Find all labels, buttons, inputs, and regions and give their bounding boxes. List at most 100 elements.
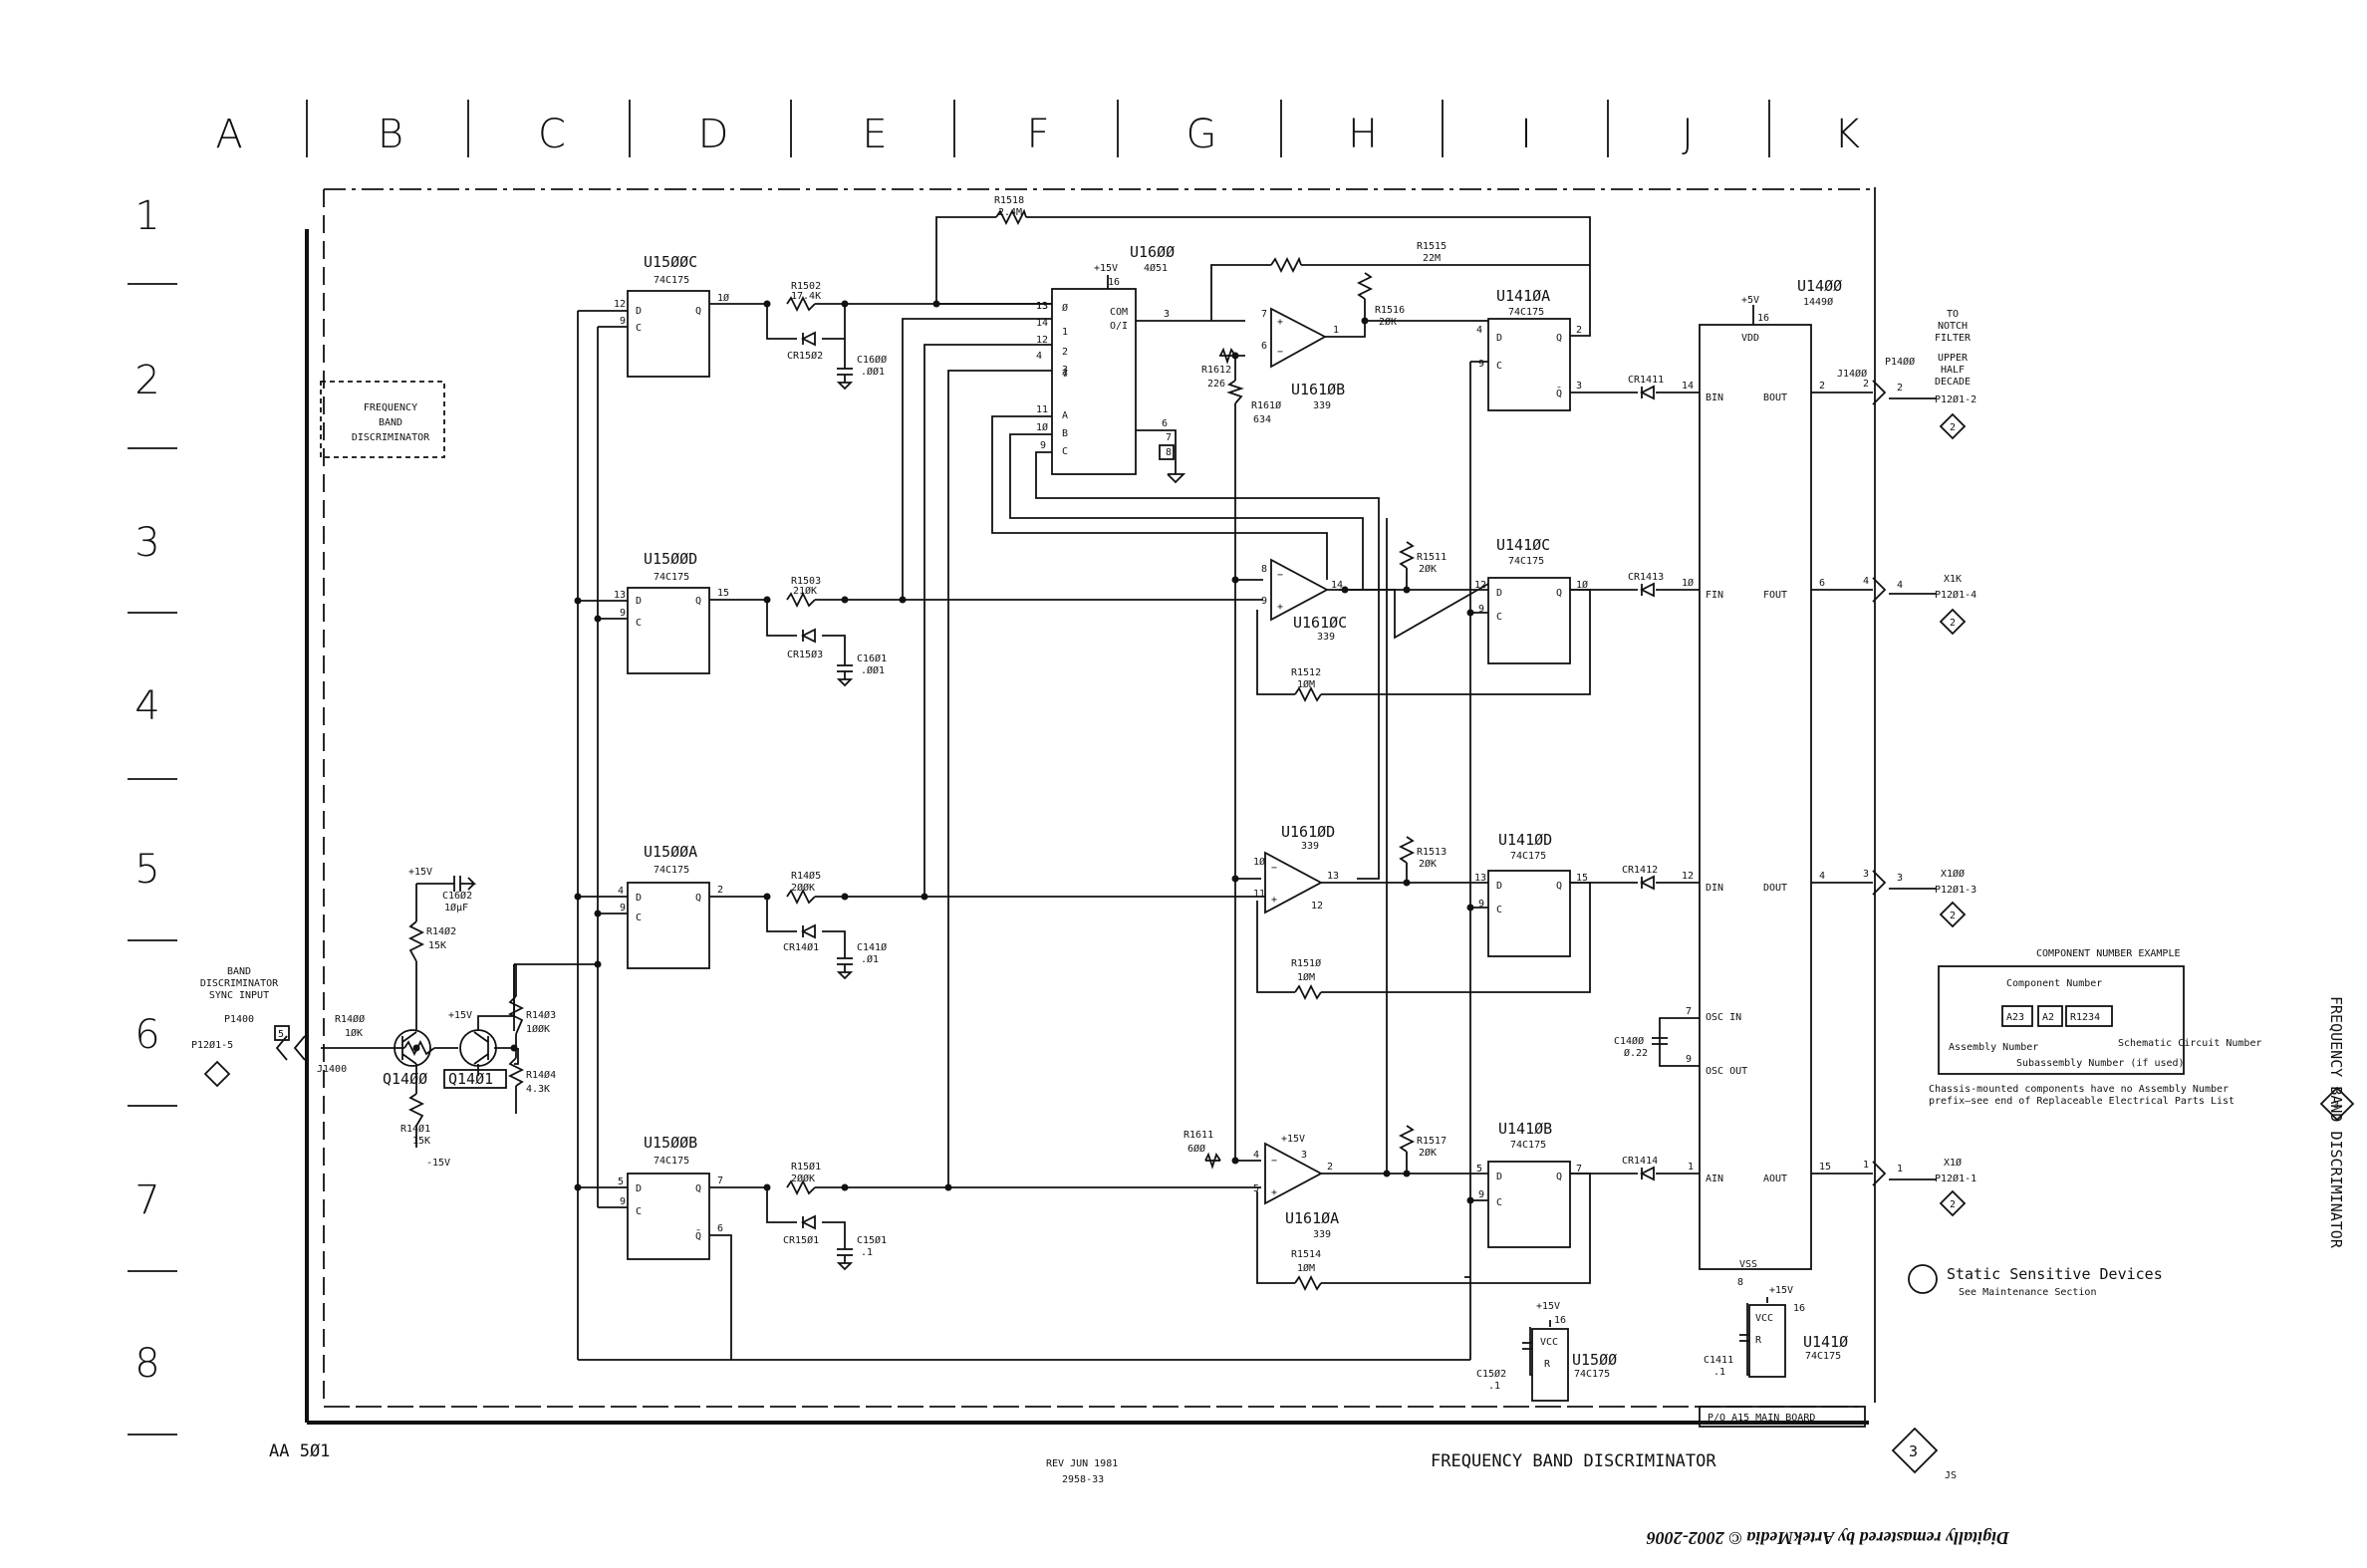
svg-text:U141Ø: U141Ø <box>1803 1333 1848 1351</box>
svg-text:C16Ø1: C16Ø1 <box>857 653 887 664</box>
svg-text:R1514: R1514 <box>1291 1249 1321 1260</box>
svg-text:7: 7 <box>717 1176 723 1186</box>
zone-row-4: 4 <box>134 683 159 729</box>
svg-text:12: 12 <box>1036 335 1048 346</box>
svg-text:C15Ø2: C15Ø2 <box>1476 1368 1506 1380</box>
svg-text:13: 13 <box>614 590 626 601</box>
svg-text:FOUT: FOUT <box>1763 590 1787 601</box>
svg-text:+: + <box>1277 317 1283 328</box>
svg-text:REV JUN 1981: REV JUN 1981 <box>1046 1458 1118 1469</box>
svg-text:R1503: R1503 <box>791 576 821 587</box>
svg-text:7: 7 <box>1062 369 1068 380</box>
svg-text:74C175: 74C175 <box>1508 307 1544 318</box>
svg-text:P12Ø1-1: P12Ø1-1 <box>1935 1173 1976 1184</box>
svg-text:6: 6 <box>1819 578 1825 589</box>
zone-row-numbers: 1 2 3 4 5 6 7 8 <box>128 193 177 1436</box>
side-title: FREQUENCY BAND DISCRIMINATOR 3 <box>2319 996 2355 1249</box>
svg-text:R1502: R1502 <box>791 281 821 292</box>
svg-text:15: 15 <box>1819 1162 1831 1173</box>
svg-text:R14ØØ: R14ØØ <box>335 1013 365 1025</box>
svg-text:Ø: Ø <box>1062 302 1068 314</box>
svg-text:D: D <box>636 596 642 607</box>
svg-text:C: C <box>636 323 642 334</box>
svg-text:P/O A15 MAIN BOARD: P/O A15 MAIN BOARD <box>1708 1413 1815 1424</box>
svg-text:R1513: R1513 <box>1417 847 1446 858</box>
svg-text:CR15Ø1: CR15Ø1 <box>783 1234 819 1246</box>
svg-text:74C175: 74C175 <box>654 1156 689 1167</box>
svg-text:9: 9 <box>1478 359 1484 370</box>
board-outline <box>305 187 1876 1425</box>
svg-text:1Ø: 1Ø <box>1036 421 1048 433</box>
svg-text:4: 4 <box>1863 576 1869 587</box>
svg-text:6ØØ: 6ØØ <box>1187 1143 1205 1155</box>
svg-text:D: D <box>636 1183 642 1194</box>
svg-text:R14Ø5: R14Ø5 <box>791 870 821 882</box>
svg-text:1ØØK: 1ØØK <box>526 1023 550 1035</box>
svg-text:1Ø: 1Ø <box>1253 856 1265 868</box>
junction-dots <box>412 300 1474 1204</box>
svg-text:74C175: 74C175 <box>1510 851 1546 862</box>
footer-credit: Digitally remastered by ArtekMedia © 200… <box>1647 1528 2010 1548</box>
svg-text:prefix—see end of Replaceable: prefix—see end of Replaceable Electrical… <box>1929 1096 2235 1107</box>
svg-text:3: 3 <box>1301 1150 1307 1161</box>
svg-text:C141Ø: C141Ø <box>857 941 887 953</box>
svg-text:U141ØA: U141ØA <box>1496 287 1550 305</box>
svg-text:2ØK: 2ØK <box>1379 316 1397 328</box>
zone-row-5: 5 <box>134 847 159 893</box>
svg-text:3: 3 <box>1909 1442 1918 1460</box>
svg-text:D: D <box>1496 588 1502 599</box>
svg-text:11: 11 <box>1036 404 1048 415</box>
svg-text:A: A <box>1062 410 1068 421</box>
svg-text:5: 5 <box>278 1029 284 1040</box>
svg-text:1ØM: 1ØM <box>1297 1262 1315 1274</box>
svg-text:13: 13 <box>1036 301 1048 312</box>
svg-text:15: 15 <box>717 588 729 599</box>
svg-text:Component Number: Component Number <box>2006 978 2102 989</box>
output-x1k: X1K P12Ø1-4 2 <box>1935 574 1976 636</box>
svg-text:−: − <box>1277 347 1283 358</box>
block-label-line-2: BAND <box>379 417 402 428</box>
svg-text:R1517: R1517 <box>1417 1136 1446 1147</box>
svg-text:CR1412: CR1412 <box>1622 865 1658 876</box>
svg-text:3: 3 <box>1062 365 1068 376</box>
zone-col-d: D <box>698 112 729 157</box>
svg-text:Q: Q <box>1556 1172 1562 1182</box>
svg-text:+15V: +15V <box>448 1010 472 1021</box>
svg-text:.ØØ1: .ØØ1 <box>861 664 885 676</box>
zone-col-h: H <box>1348 112 1378 157</box>
svg-text:7: 7 <box>1166 432 1172 443</box>
svg-text:R: R <box>1544 1359 1551 1370</box>
svg-text:U161ØA: U161ØA <box>1285 1209 1339 1227</box>
svg-text:−: − <box>1271 1156 1277 1167</box>
zone-row-3: 3 <box>134 520 159 566</box>
svg-text:Q14Ø1: Q14Ø1 <box>448 1070 493 1088</box>
comparator-u1610b: U161ØB 339 7 6 1 +− <box>1261 307 1345 411</box>
svg-text:13: 13 <box>1036 301 1048 312</box>
svg-text:C14ØØ: C14ØØ <box>1614 1035 1644 1047</box>
svg-text:3: 3 <box>1897 873 1903 884</box>
svg-text:DISCRIMINATOR: DISCRIMINATOR <box>200 978 279 989</box>
svg-text:AA 5Ø1: AA 5Ø1 <box>269 1441 330 1461</box>
svg-text:2ØØK: 2ØØK <box>791 1173 815 1184</box>
svg-text:P12Ø1-5: P12Ø1-5 <box>191 1039 233 1051</box>
svg-text:U141ØB: U141ØB <box>1498 1120 1552 1138</box>
svg-text:U141ØC: U141ØC <box>1496 536 1550 554</box>
svg-text:DOUT: DOUT <box>1763 883 1787 894</box>
svg-text:3: 3 <box>1863 869 1869 880</box>
svg-text:Q: Q <box>695 306 701 317</box>
svg-text:6: 6 <box>1162 418 1168 429</box>
svg-text:.Ø1: .Ø1 <box>861 953 879 965</box>
svg-text:5: 5 <box>1476 1164 1482 1175</box>
svg-text:1: 1 <box>1688 1162 1694 1173</box>
svg-text:Static Sensitive Devices: Static Sensitive Devices <box>1947 1265 2163 1283</box>
svg-text:.ØØ1: .ØØ1 <box>861 366 885 378</box>
svg-text:D: D <box>636 306 642 317</box>
flipflop-u1500c: U15ØØC 74C175 12 9 1Ø DCQ <box>614 253 729 378</box>
svg-text:12: 12 <box>1311 901 1323 912</box>
svg-text:2: 2 <box>717 885 723 896</box>
svg-text:R: R <box>1755 1335 1762 1346</box>
svg-text:VCC: VCC <box>1540 1337 1558 1348</box>
svg-text:C16ØØ: C16ØØ <box>857 354 887 366</box>
svg-text:Q: Q <box>1556 881 1562 892</box>
